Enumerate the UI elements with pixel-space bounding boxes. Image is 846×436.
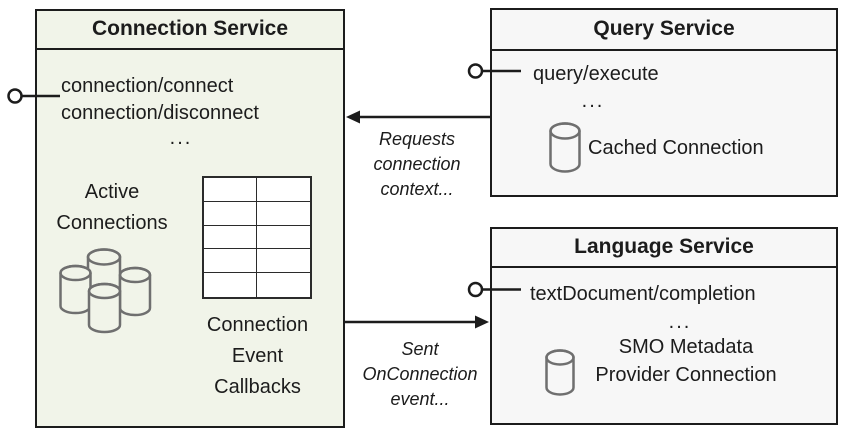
callbacks-table-cell [257,273,310,297]
connection-endpoints-ellipsis: ... [169,127,193,149]
textdocument-completion-endpoint: textDocument/completion [530,283,756,305]
sent-onconnection-event-annotation: Sent OnConnection event... [362,339,478,409]
language-endpoints-ellipsis: ... [668,311,692,333]
cached-connection-database-icon [549,122,581,173]
connection-event-callbacks-label: Connection Event Callbacks [206,314,309,398]
connection-service-box: Connection Service connection/connect co… [35,9,345,428]
smo-metadata-provider-label: SMO Metadata Provider Connection [595,336,777,386]
callbacks-table-cell [257,226,310,250]
callbacks-table-cell [257,202,310,226]
language-service-box: Language Service textDocument/completion… [490,227,838,425]
query-execute-endpoint: query/execute [533,63,659,85]
requests-context-arrow [346,110,490,124]
callbacks-table-cell [204,273,257,297]
sent-event-arrow [345,315,489,329]
smo-metadata-database-icon [545,349,575,396]
callbacks-table-cell [204,249,257,274]
callbacks-table-cell [204,201,257,226]
callbacks-table-cell [257,178,310,202]
callbacks-table-cell [204,225,257,250]
active-connections-databases-icon [59,248,152,334]
connection-service-title: Connection Service [37,11,343,50]
requests-connection-context-annotation: Requests connection context... [373,129,461,199]
query-endpoints-ellipsis: ... [581,90,605,112]
connection-connect-endpoint: connection/connect [61,75,234,97]
cached-connection-label: Cached Connection [588,137,764,159]
connection-disconnect-endpoint: connection/disconnect [61,102,259,124]
callbacks-table-cell [204,178,257,202]
callbacks-table-cell [257,249,310,274]
query-service-box: Query Service query/execute ... Cached C… [490,8,838,197]
language-service-title: Language Service [492,229,836,268]
callbacks-table [202,176,312,299]
active-connections-label: Active Connections [56,181,168,234]
query-service-title: Query Service [492,10,836,51]
